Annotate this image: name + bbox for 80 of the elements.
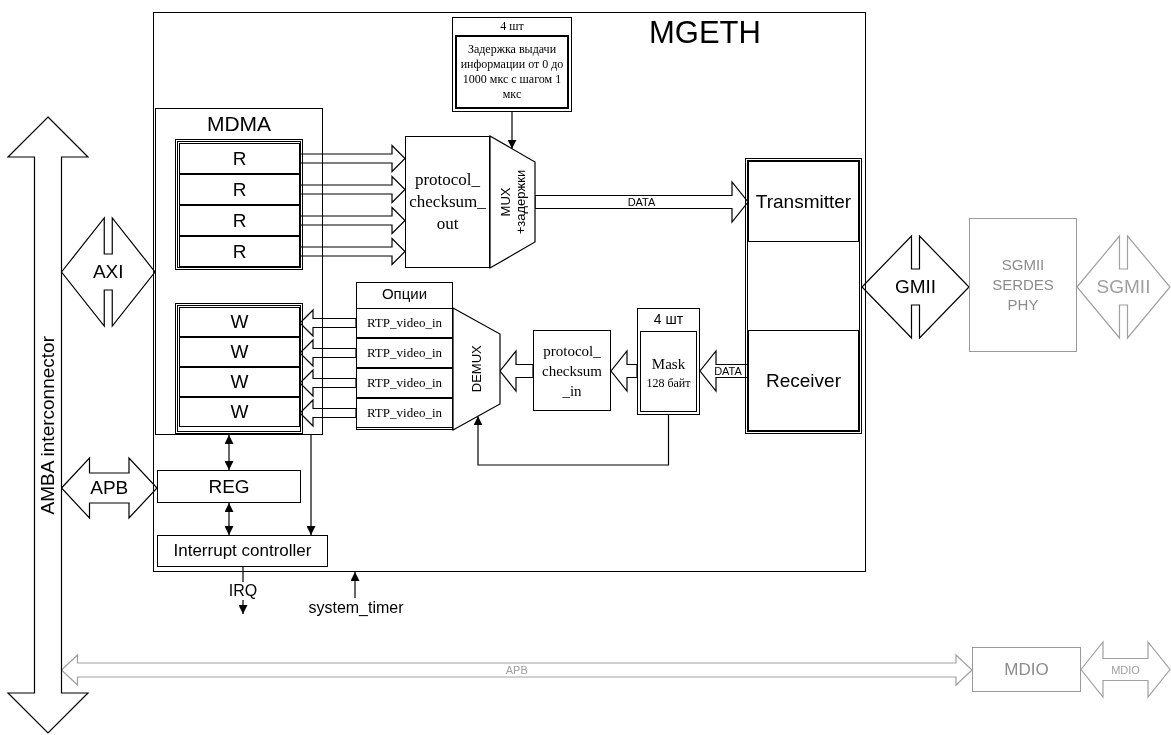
bus-arrow (299, 308, 357, 338)
edge-label: DATA (714, 365, 742, 377)
bus-arrow (299, 368, 357, 398)
phy-block (969, 218, 1077, 352)
mdio-block (972, 647, 1081, 692)
block-label: 128 байт (646, 374, 691, 391)
bus-arrow (299, 206, 406, 235)
bus-arrow (499, 349, 534, 393)
bus-double-arrow (60, 653, 973, 687)
dma-block (155, 108, 323, 435)
bus-double-arrow (1080, 640, 1171, 699)
block-label: MGETH (649, 17, 761, 48)
interconnect-double-arrow (8, 117, 88, 733)
block-label: MDMA (206, 113, 272, 134)
double-arrow (224, 502, 234, 536)
block-label: RTP_video_in (366, 404, 443, 423)
block-label: W (230, 370, 249, 394)
block-label: RTP_video_in (366, 344, 443, 363)
block-label: W (230, 310, 249, 334)
mask-block (640, 331, 697, 412)
bus-arrow (610, 349, 638, 393)
module-frame (153, 12, 866, 572)
block-label: Задержка выдачи информации от 0 до 1000 мкс с шагом 1 мкс (459, 42, 565, 102)
register-row (179, 236, 300, 267)
transmitter-block (748, 161, 859, 242)
block-label: R (232, 239, 247, 264)
block-label: 4 шт (653, 310, 684, 329)
interrupt-controller-block (157, 535, 328, 567)
block-title: Mask (651, 354, 686, 374)
register-row (179, 205, 300, 236)
delay-box (455, 35, 569, 109)
edge-label: APB (505, 664, 528, 676)
block-label: DEMUX (467, 345, 485, 393)
block-label: Receiver (766, 368, 841, 393)
bus-arrow (299, 144, 406, 173)
receiver-block (748, 330, 859, 431)
block-label: W (230, 340, 249, 364)
block-label: AMBA interconnector (35, 335, 59, 515)
register-row (179, 367, 300, 397)
arrow (507, 111, 517, 150)
block-label: 4 шт (500, 18, 524, 34)
edge-label: MDIO (1111, 664, 1140, 675)
block-label: R (232, 146, 247, 171)
block-label: Опции (381, 284, 428, 304)
register-row (179, 307, 300, 337)
bus-arrow (299, 175, 406, 204)
register-block (157, 470, 301, 503)
block-label: W (230, 400, 249, 424)
block-label: protocol_ checksum_ out (408, 169, 487, 235)
register-row (179, 143, 300, 174)
register-row (179, 337, 300, 367)
arrow (306, 434, 316, 536)
checksum-block (533, 330, 611, 411)
block-label: SGMII SERDES PHY (991, 255, 1055, 315)
arrow (473, 414, 670, 466)
multiplexer-trapezoid (490, 136, 535, 268)
bus-arrow (299, 338, 357, 368)
block-label: R (232, 208, 247, 233)
bus-arrow (299, 237, 406, 266)
bus-arrow (299, 398, 357, 428)
mac-frame (745, 158, 862, 434)
double-arrow (224, 434, 234, 471)
register-row (179, 397, 300, 427)
block-label: REG (208, 474, 250, 499)
block-label: RTP_video_in (366, 314, 443, 333)
arrow (350, 571, 360, 599)
block-label: MUX +задержки (497, 169, 528, 235)
register-row (179, 174, 300, 205)
block-label: Interrupt controller (173, 540, 312, 563)
block-label: RTP_video_in (366, 374, 443, 393)
block-label: Transmitter (755, 189, 852, 214)
labeled-box (637, 308, 700, 415)
block-label: protocol_ checksum _in (541, 341, 603, 401)
signal-label: system_timer (300, 598, 412, 618)
labeled-box (452, 17, 572, 112)
block-label: R (232, 177, 247, 202)
bus-arrow (534, 180, 749, 224)
block-label: MDIO (1004, 658, 1049, 681)
edge-label: DATA (627, 196, 656, 208)
demultiplexer-trapezoid (453, 308, 500, 430)
